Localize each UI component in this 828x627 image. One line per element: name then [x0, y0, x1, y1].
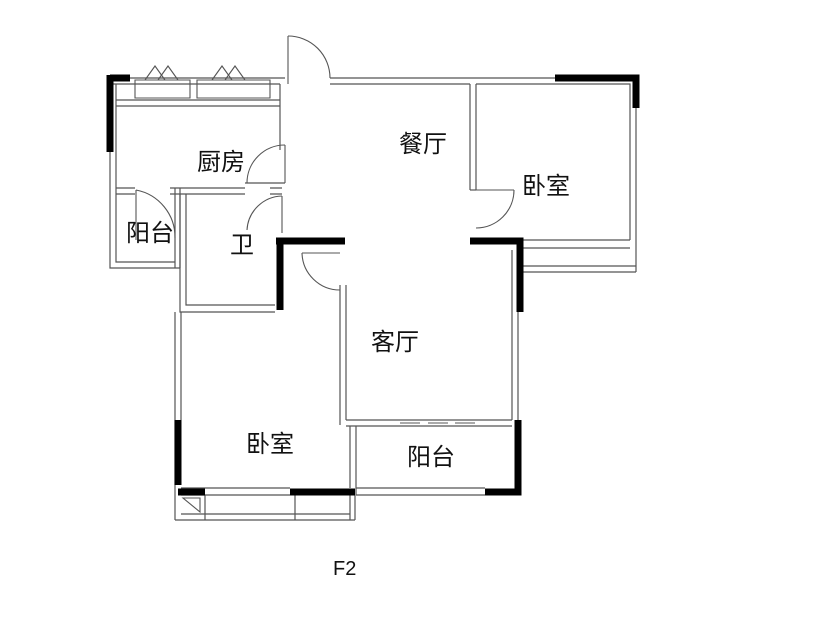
room-label-living: 客厅	[371, 329, 419, 356]
room-labels: 厨房 餐厅 卧室 阳台 卫 客厅 卧室 阳台	[126, 131, 570, 471]
room-label-balcony-left: 阳台	[126, 220, 174, 247]
thick-walls	[106, 74, 640, 496]
room-label-bedroom-right: 卧室	[522, 173, 570, 200]
thin-walls	[109, 77, 637, 521]
room-label-kitchen: 厨房	[197, 149, 245, 176]
room-label-bathroom: 卫	[230, 232, 254, 259]
doors	[134, 35, 515, 514]
room-label-balcony-bottom: 阳台	[407, 444, 455, 471]
floor-caption: F2	[333, 558, 356, 580]
room-label-bedroom-bottom: 卧室	[246, 431, 294, 458]
room-label-dining: 餐厅	[399, 131, 447, 158]
